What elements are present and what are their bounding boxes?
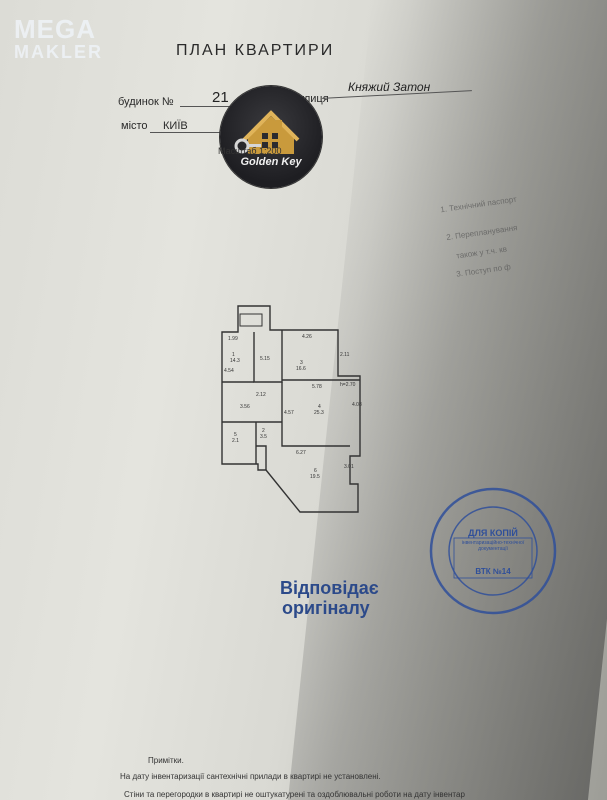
dimension-9: 3.56 xyxy=(240,404,250,410)
dimension-1: 4.26 xyxy=(302,334,312,340)
dimension-12: 3.01 xyxy=(344,464,354,470)
dimension-11: 6.27 xyxy=(296,450,306,456)
dimension-6: h=2.70 xyxy=(340,382,356,388)
stamp-bottom-text: ВТК №14 xyxy=(475,567,511,576)
dimension-5: 5.78 xyxy=(312,384,322,390)
room-4-area: 25.3 xyxy=(314,410,324,416)
room-6-number: 6 xyxy=(314,468,317,474)
official-stamp: ДЛЯ КОПІЙ інвентаризаційно-технічної док… xyxy=(429,487,557,615)
floor-plan: 1 14.3 2 3.5 3 16.6 4 25.3 5 2.1 6 19.5 … xyxy=(221,305,362,513)
dimension-2: 2.11 xyxy=(340,352,350,358)
room-2-number: 2 xyxy=(262,428,265,434)
notes-heading: Примітки. xyxy=(148,756,184,765)
dimension-3: 1.99 xyxy=(228,336,238,342)
notes-line-2: Стіни та перегородки в квартирі не оштук… xyxy=(124,790,465,799)
dimension-13: 4.54 xyxy=(224,368,234,374)
city-underline xyxy=(150,132,220,133)
golden-key-logo: Golden Key xyxy=(220,86,322,188)
room-3-number: 3 xyxy=(300,360,303,366)
city-name: КИЇВ xyxy=(163,120,188,132)
document-title: ПЛАН КВАРТИРИ xyxy=(176,42,335,59)
room-5-area: 2.1 xyxy=(232,438,239,444)
stamp-middle-text: інвентаризаційно-технічної документації xyxy=(461,540,525,552)
room-1-area: 14.3 xyxy=(230,358,240,364)
dimension-7: 4.08 xyxy=(352,402,362,408)
room-3-area: 16.6 xyxy=(296,366,306,372)
building-number: 21 xyxy=(212,89,229,106)
conformity-line-2: оригіналу xyxy=(282,598,370,618)
brand-line-1: MEGA xyxy=(14,14,96,44)
dimension-10: 2.12 xyxy=(256,392,266,398)
brand-watermark: MEGA MAKLER xyxy=(14,16,103,62)
room-1-number: 1 xyxy=(232,352,235,358)
room-5-number: 5 xyxy=(234,432,237,438)
conformity-line-1: Відповідає xyxy=(280,578,379,598)
conformity-stamp: Відповідає оригіналу xyxy=(280,578,379,618)
city-label: місто xyxy=(121,120,148,132)
street-name: Княжий Затон xyxy=(348,80,431,94)
scale-label: Масштаб 1:200 xyxy=(218,146,282,156)
house-key-icon xyxy=(234,110,300,154)
logo-text: Golden Key xyxy=(240,156,302,168)
room-4-number: 4 xyxy=(318,404,321,410)
brand-line-2: MAKLER xyxy=(14,42,103,62)
stamp-top-text: ДЛЯ КОПІЙ xyxy=(468,527,518,538)
dimension-4: 5.15 xyxy=(260,356,270,362)
building-label: будинок № xyxy=(118,96,174,108)
dimension-8: 4.57 xyxy=(284,410,294,416)
notes-line-1: На дату інвентаризації сантехнічні прила… xyxy=(120,772,381,781)
room-2-area: 3.5 xyxy=(260,434,267,440)
room-6-area: 19.5 xyxy=(310,474,320,480)
